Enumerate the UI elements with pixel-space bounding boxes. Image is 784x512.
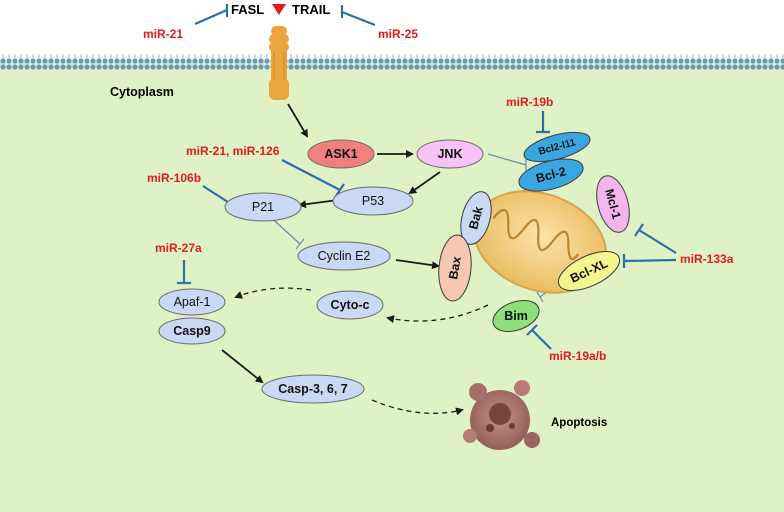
casp9-label: Casp9 [173,324,211,338]
inhibit-bar [634,223,644,237]
cell-membrane [0,54,784,70]
dashed-edges [234,287,489,416]
ligand-triangle-icon [272,4,286,15]
node-cyto-c: Cyto-c [316,290,384,320]
p21-label: P21 [252,200,274,214]
fasl-label: FASL [231,2,264,17]
node-bak: Bak [460,191,492,245]
cyclin-e2-label: Cyclin E2 [318,249,371,263]
apoptosis-label: Apoptosis [551,417,607,429]
death-receptor-icon [269,26,289,100]
node-casp9: Casp9 [158,317,226,345]
ask1-label: ASK1 [324,147,357,161]
node-bcl2: Bcl-2 [518,158,584,192]
mir133a-label: miR-133a [680,252,734,266]
p53-label: P53 [362,194,384,208]
cyto-c-label: Cyto-c [331,298,370,312]
cytoplasm-label: Cytoplasm [110,85,174,99]
node-casp367: Casp-3, 6, 7 [261,374,365,404]
mir19b-label: miR-19b [506,95,553,109]
node-ask1: ASK1 [307,139,375,169]
node-cyclin-e2: Cyclin E2 [297,241,391,271]
inhibit-mir133a-mcl1 [638,229,677,254]
inhibit-mir25-trail [341,10,376,27]
bim-label: Bim [504,309,528,323]
inhibit-mir106b-p21 [202,185,232,205]
node-bcl2l11: Bcl2-l11 [523,131,591,163]
mir106b-label: miR-106b [147,171,201,185]
inhibit-mir19ab-bim [531,329,552,350]
cytoplasm-area [0,62,784,512]
jnk-label: JNK [437,147,462,161]
node-p53: P53 [332,186,414,216]
inhibit-mir133a-bclxl [623,258,677,263]
casp367-label: Casp-3, 6, 7 [278,382,348,396]
bak-label: Bak [466,205,485,231]
node-bax: Bax [438,234,472,302]
node-apaf1: Apaf-1 [158,288,226,316]
mir25-label: miR-25 [378,27,418,41]
node-bim: Bim [492,299,540,333]
mir21-mir126-label: miR-21, miR-126 [186,144,280,158]
node-mcl1: Mcl-1 [596,175,630,233]
inhibit-bar [526,324,538,336]
mir19ab-label: miR-19a/b [549,349,606,363]
inhibition-edges [177,4,677,350]
activation-edges [221,103,441,384]
mir27a-label: miR-27a [155,241,202,255]
inhibit-mir21-p53 [281,159,341,191]
apaf1-label: Apaf-1 [174,295,211,309]
node-bcl-xl: Bcl-XL [557,251,621,291]
mir21-label: miR-21 [143,27,183,41]
node-p21: P21 [224,192,302,222]
trail-label: TRAIL [292,2,330,17]
inhibit-mir21-fasl [194,8,228,26]
node-jnk: JNK [416,139,484,169]
apoptotic-cell-icon [463,380,540,450]
bax-label: Bax [446,255,464,280]
